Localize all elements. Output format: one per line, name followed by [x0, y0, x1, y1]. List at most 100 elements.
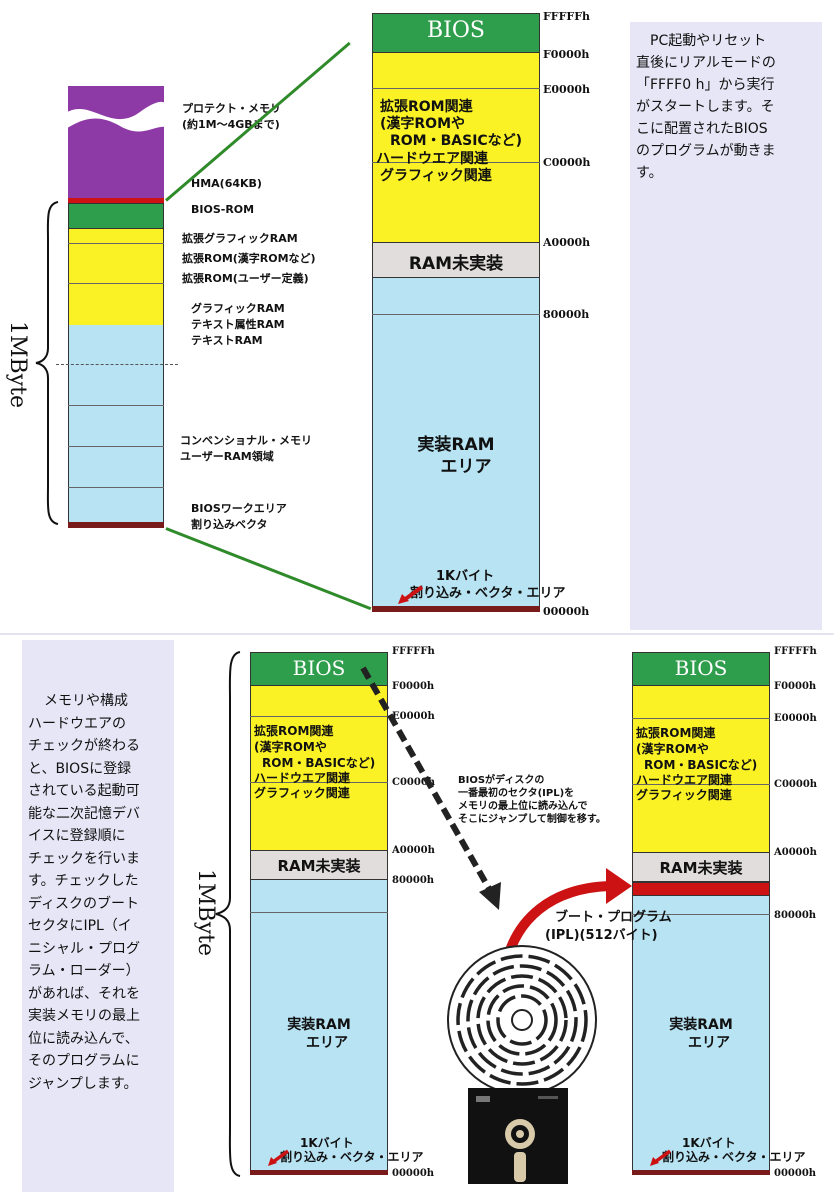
after-addr-80000: 80000h [774, 910, 817, 921]
before-ext-line-4: ハードウエア関連 [254, 771, 351, 785]
small-map-hma [68, 198, 164, 203]
bottom-description-panel: メモリや構成 ハードウエアの チェックが終わる と、BIOSに登録 されている起… [22, 640, 174, 1192]
before-ram-area-line-2: エリア [306, 1035, 348, 1051]
after-addr-e0000: E0000h [774, 713, 817, 724]
after-ext-line-3: ROM・BASICなど) [644, 758, 758, 772]
small-map-vector [68, 522, 164, 528]
size-label-bottom: 1MByte [192, 869, 218, 956]
note-line-2: 一番最初のセクタ(IPL)を [458, 788, 575, 799]
brace-top [35, 201, 59, 525]
addr-top-c0000: C0000h [543, 156, 591, 169]
after-ram-area-line-1: 実装RAM [669, 1017, 733, 1033]
after-addr-c0000: C0000h [774, 779, 818, 790]
label-int-vector: 割り込みベクタ [191, 518, 268, 531]
label-protect-memory: プロテクト・メモリ [182, 102, 281, 115]
before-addr-e0000: E0000h [392, 711, 435, 722]
after-ext-line-2: (漢字ROMや [636, 742, 709, 756]
zoom-line-lower [165, 527, 372, 611]
size-label-top: 1MByte [4, 321, 30, 408]
big-map-ext-line-5: グラフィック関連 [380, 168, 492, 184]
big-map-ram-none-label: RAM未実装 [408, 254, 504, 274]
before-addr-80000: 80000h [392, 875, 435, 886]
label-bios-rom: BIOS-ROM [191, 203, 255, 216]
big-map-vector [372, 606, 540, 612]
big-map-ext-line-2: (漢字ROMや [380, 116, 466, 132]
addr-top-00000: 00000h [543, 605, 590, 618]
label-ext-rom-user: 拡張ROM(ユーザー定義) [182, 272, 309, 285]
label-ext-graphic: 拡張グラフィックRAM [182, 232, 298, 245]
small-map-wave-break [64, 101, 170, 132]
before-addr-ffffff: FFFFFh [392, 646, 435, 657]
label-conventional: コンベンショナル・メモリ [180, 434, 312, 447]
before-addr-00000: 00000h [392, 1168, 435, 1179]
big-map-ram-area [372, 278, 540, 606]
before-ext-line-3: ROM・BASICなど) [262, 756, 376, 770]
after-ext-line-1: 拡張ROM関連 [636, 726, 716, 740]
addr-top-80000: 80000h [543, 308, 590, 321]
label-protect-range: (約1M～4GBまで) [182, 118, 280, 131]
big-map-bios [372, 13, 540, 53]
note-line-4: そこにジャンプして制御を移す。 [458, 814, 606, 825]
after-bios-label: BIOS [674, 656, 728, 680]
big-map-bios-label: BIOS [427, 18, 485, 43]
after-addr-f0000: F0000h [774, 681, 817, 692]
after-addr-00000: 00000h [774, 1168, 817, 1179]
boot-label-line-1: ブート・プログラム [555, 910, 672, 925]
before-vector-line-2: 割り込み・ベクタ・エリア [280, 1150, 424, 1164]
after-vector-arrow-icon [650, 1149, 672, 1166]
big-map-ram-none [372, 242, 540, 278]
label-text-ram: テキストRAM [191, 334, 263, 347]
vector-arrow-icon [398, 585, 424, 604]
label-hma: HMA(64KB) [191, 177, 262, 190]
addr-top-ffffff: FFFFFh [543, 10, 591, 23]
boot-label-line-2: (IPL)(512バイト) [545, 928, 658, 943]
label-ext-rom-kanji: 拡張ROM(漢字ROMなど) [182, 252, 316, 265]
before-ram-none: RAM未実装 [277, 857, 361, 875]
big-map-ext-line-3: ROM・BASICなど) [390, 133, 523, 149]
note-line-3: メモリの最上位に読み込んで [458, 801, 588, 812]
big-map-vector-line-1: 1Kバイト [436, 569, 495, 584]
dashed-arrow-icon [360, 666, 501, 910]
after-vector-line-1: 1Kバイト [682, 1136, 736, 1150]
before-addr-a0000: A0000h [392, 845, 435, 856]
after-addr-ffffff: FFFFFh [774, 646, 817, 657]
section-divider [0, 633, 834, 635]
after-ipl-loaded [632, 882, 770, 896]
before-ext-line-1: 拡張ROM関連 [254, 724, 334, 738]
before-addr-f0000: F0000h [392, 681, 435, 692]
small-map-protect-memory [68, 86, 164, 198]
after-ext-line-5: グラフィック関連 [636, 788, 732, 802]
hard-disk-icon [447, 945, 597, 1095]
big-map-vector-line-2: 割り込み・ベクタ・エリア [410, 586, 566, 601]
big-map-ext-area [372, 53, 540, 242]
after-ram-area-line-2: エリア [688, 1035, 730, 1051]
addr-top-a0000: A0000h [543, 236, 591, 249]
before-bios-label: BIOS [292, 656, 346, 680]
before-vector-line-1: 1Kバイト [300, 1136, 354, 1150]
big-map-ram-area-line-1: 実装RAM [417, 435, 495, 455]
after-addr-a0000: A0000h [774, 847, 817, 858]
small-map-bios-rom [68, 203, 164, 229]
after-ext-line-4: ハードウエア関連 [636, 773, 733, 787]
big-map-ram-area-line-2: エリア [440, 457, 492, 477]
before-vector-arrow-icon [268, 1149, 290, 1166]
before-addr-c0000: C0000h [392, 777, 436, 788]
label-text-attr-ram: テキスト属性RAM [191, 318, 285, 331]
bottom-description-text: メモリや構成 ハードウエアの チェックが終わる と、BIOSに登録 されている起… [28, 693, 140, 1092]
big-map-ext-line-1: 拡張ROM関連 [380, 99, 473, 115]
before-ram-area-line-1: 実装RAM [287, 1017, 351, 1033]
after-ram-none: RAM未実装 [659, 859, 743, 877]
note-line-1: BIOSがディスクの [458, 775, 545, 786]
top-description-panel: PC起動やリセット 直後にリアルモードの 「FFFF0 h」から実行 がスタート… [630, 22, 822, 630]
big-map-ext-line-4: ハードウエア関連 [376, 151, 488, 167]
top-description-text: PC起動やリセット 直後にリアルモードの 「FFFF0 h」から実行 がスタート… [636, 33, 776, 181]
after-vector-line-2: 割り込み・ベクタ・エリア [662, 1150, 806, 1164]
label-bios-work: BIOSワークエリア [191, 502, 287, 515]
small-map-ext-area [68, 229, 164, 325]
small-map-conventional [68, 325, 164, 522]
brace-bottom [215, 651, 241, 1177]
addr-top-e0000: E0000h [543, 83, 590, 96]
before-ext-line-2: (漢字ROMや [254, 740, 327, 754]
floppy-disk-icon [468, 1088, 568, 1184]
label-graphic-ram: グラフィックRAM [191, 302, 285, 315]
